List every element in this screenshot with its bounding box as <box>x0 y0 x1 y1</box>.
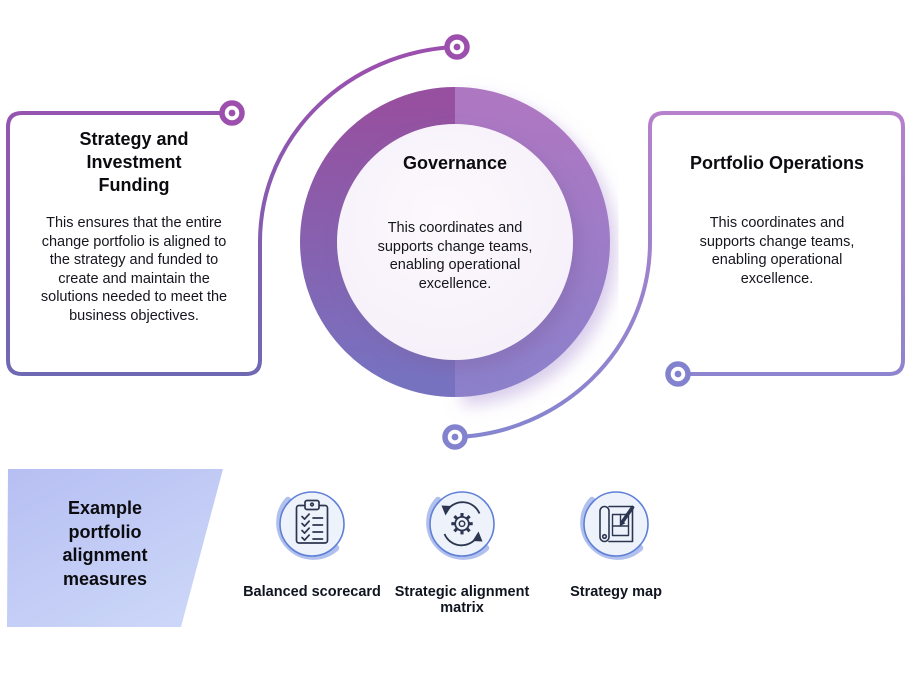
governance-ring-right <box>454 87 610 397</box>
balanced-scorecard-icon <box>276 491 345 560</box>
left-box-body: This ensures that the entire change port… <box>40 215 228 324</box>
measures-banner-shape <box>7 469 223 627</box>
left-box-outline <box>6 45 456 376</box>
right-box-title: Portfolio Operations <box>689 153 864 173</box>
governance-inner-circle <box>337 124 573 360</box>
measures-banner-label: Example portfolio alignment measures <box>62 498 148 589</box>
governance-ring-left <box>300 87 456 397</box>
right-box-outline <box>454 111 905 439</box>
clipboard-checklist-icon <box>295 499 329 544</box>
connector-donut-left-box <box>219 100 245 126</box>
governance-title: Governance <box>402 153 508 173</box>
gear-sync-arrows-icon <box>441 501 483 547</box>
right-box-body: This coordinates and supports change tea… <box>699 215 855 287</box>
strategic-alignment-matrix-icon <box>426 491 495 560</box>
left-box-title: Strategy and Investment Funding <box>79 129 189 195</box>
strategy-map-icon <box>580 491 649 560</box>
connector-donut-right-box <box>665 361 691 387</box>
connector-donut-top <box>444 34 470 60</box>
measure-label-strategic-alignment-matrix: Strategic alignment matrix <box>394 584 530 616</box>
governance-body: This coordinates and supports change tea… <box>377 220 533 292</box>
measure-label-strategy-map: Strategy map <box>570 584 662 600</box>
blueprint-pencil-icon <box>599 505 635 543</box>
connector-donut-bottom <box>442 424 468 450</box>
measure-label-balanced-scorecard: Balanced scorecard <box>243 584 381 600</box>
